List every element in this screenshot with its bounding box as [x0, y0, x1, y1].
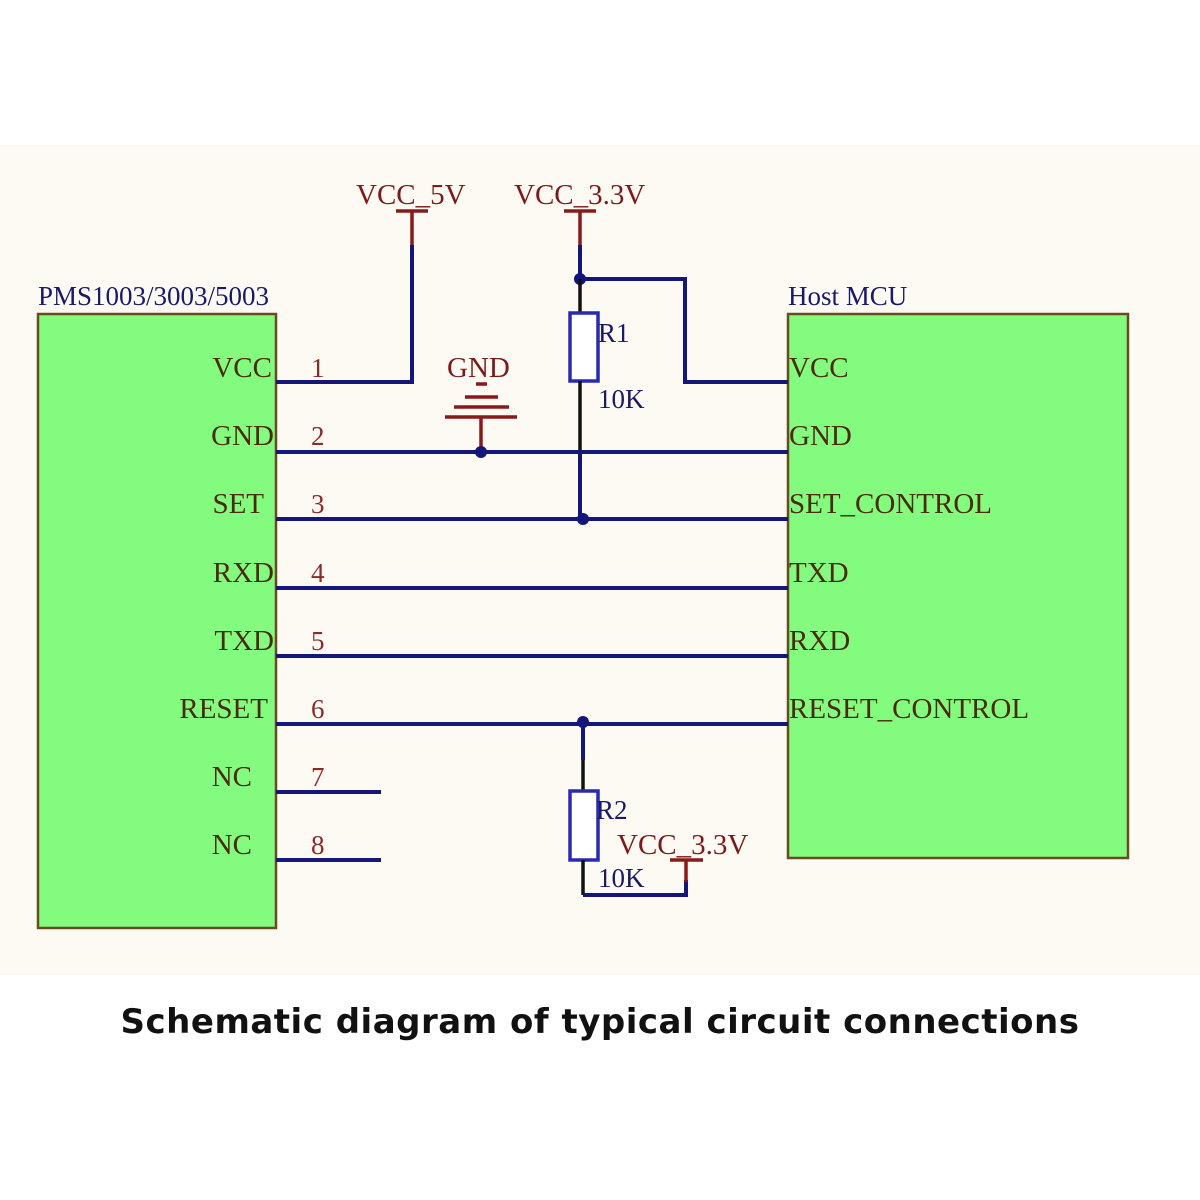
host-pin-name-vcc: VCC — [789, 352, 849, 384]
r2-value-label: 10K — [598, 863, 645, 893]
junction-gnd — [475, 446, 487, 458]
sensor-pin-number-6: 6 — [311, 694, 325, 724]
vcc-33v-top-power-icon — [564, 209, 596, 245]
r1-resistor-icon — [568, 311, 600, 383]
host-pin-name-gnd: GND — [789, 420, 852, 452]
r1-value-label: 10K — [598, 384, 645, 414]
host-pin-name-reset-control: RESET_CONTROL — [789, 693, 1029, 725]
sensor-pin-name-4: RXD — [213, 557, 274, 589]
host-pin-name-txd: TXD — [789, 557, 849, 589]
sensor-pin-name-2: GND — [211, 420, 274, 452]
vcc-5v-power-icon — [396, 209, 428, 245]
sensor-pin-number-5: 5 — [311, 626, 325, 656]
vcc-33v-bottom-label: VCC_3.3V — [617, 829, 748, 861]
sensor-title: PMS1003/3003/5003 — [38, 281, 269, 311]
host-mcu-component-box — [786, 312, 1130, 860]
gnd-label: GND — [447, 352, 510, 384]
sensor-pin-number-1: 1 — [311, 353, 325, 383]
host-pin-name-set-control: SET_CONTROL — [789, 488, 992, 520]
sensor-pin-number-2: 2 — [311, 421, 325, 451]
ground-icon — [445, 382, 517, 450]
sensor-pin-name-8: NC — [212, 829, 252, 861]
r2-resistor-icon — [568, 789, 600, 862]
sensor-pin-name-6: RESET — [179, 693, 268, 725]
sensor-pin-number-3: 3 — [311, 489, 325, 519]
host-mcu-title: Host MCU — [788, 281, 907, 311]
sensor-pin-name-5: TXD — [214, 625, 274, 657]
junction-set — [577, 513, 589, 525]
junction-reset — [577, 716, 589, 728]
host-pin-name-rxd: RXD — [789, 625, 850, 657]
sensor-component-box — [36, 312, 278, 930]
sensor-pin-name-7: NC — [212, 761, 252, 793]
wire-host-vcc — [580, 277, 788, 384]
sensor-pin-number-8: 8 — [311, 830, 325, 860]
sensor-pin-number-4: 4 — [311, 558, 325, 588]
diagram-caption: Schematic diagram of typical circuit con… — [120, 1002, 1080, 1042]
sensor-pin-name-3: SET — [212, 488, 264, 520]
sensor-pin-name-1: VCC — [212, 352, 272, 384]
vcc-5v-label: VCC_5V — [356, 179, 466, 211]
wire-r2-to-vcc-33v — [583, 880, 688, 897]
r2-ref-label: R2 — [596, 795, 628, 825]
wire-vcc-5v — [276, 245, 414, 384]
vcc-33v-bottom-power-icon — [670, 858, 703, 882]
r1-ref-label: R1 — [598, 318, 630, 348]
vcc-33v-top-label: VCC_3.3V — [514, 179, 645, 211]
sensor-pin-number-7: 7 — [311, 762, 325, 792]
